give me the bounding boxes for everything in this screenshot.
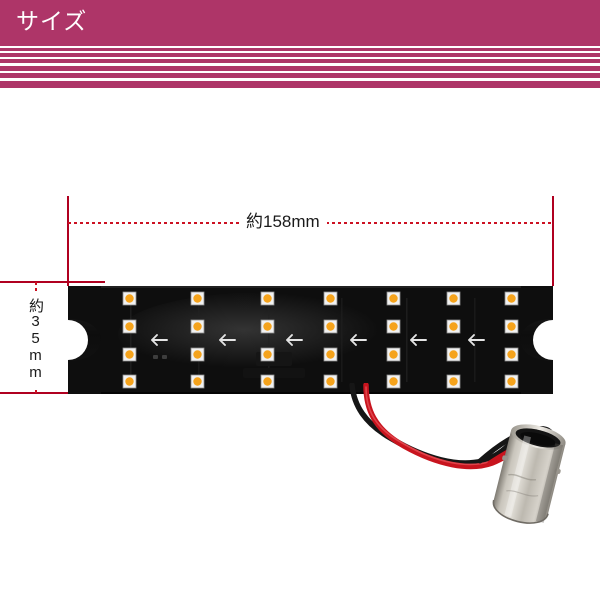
board-edge-highlight (101, 286, 521, 288)
direction-arrows (151, 334, 485, 346)
led (260, 291, 275, 306)
led (386, 374, 401, 389)
socket-shadow (535, 443, 564, 523)
page-title: サイズ (16, 8, 88, 34)
led (122, 291, 137, 306)
led (122, 374, 137, 389)
led (446, 319, 461, 334)
led (504, 319, 519, 334)
led (504, 374, 519, 389)
header-stripe-decoration (0, 43, 600, 88)
board-edge-shadow (101, 392, 521, 394)
arrow-left-icon (286, 334, 303, 346)
width-extension-line-left (67, 196, 69, 286)
led (122, 319, 137, 334)
arrow-left-icon (410, 334, 427, 346)
bulb-socket (492, 424, 566, 524)
arrow-left-icon (468, 334, 485, 346)
led (190, 291, 205, 306)
wire-and-socket-graphic (349, 383, 566, 524)
led (386, 291, 401, 306)
led-board-graphic (68, 286, 553, 394)
arrow-left-icon (151, 334, 168, 346)
arrow-left-icon (350, 334, 367, 346)
height-dimension-label: 約35mm (27, 292, 44, 387)
led (260, 374, 275, 389)
size-diagram: 約158mm 約35mm (0, 88, 600, 600)
width-extension-line-right (552, 196, 554, 286)
width-dimension-label: 約158mm (239, 212, 327, 232)
height-extension-line-bottom (0, 392, 105, 394)
led (260, 347, 275, 362)
socket-scuff (506, 490, 539, 497)
wire-harness (330, 383, 590, 573)
stripe-row (0, 73, 600, 78)
stripe-row (0, 43, 600, 46)
led (446, 347, 461, 362)
stripe-row (0, 66, 600, 71)
led (504, 291, 519, 306)
socket-bayonet-pin (502, 455, 509, 461)
height-extension-line-top (0, 281, 105, 283)
stripe-row (0, 81, 600, 88)
led (386, 347, 401, 362)
led (323, 319, 338, 334)
led (190, 319, 205, 334)
led (323, 347, 338, 362)
led (122, 347, 137, 362)
led (504, 347, 519, 362)
wire-red-highlight (365, 386, 492, 466)
stripe-row (0, 53, 600, 57)
led (190, 347, 205, 362)
socket-scuff (508, 473, 537, 481)
led (260, 319, 275, 334)
led (190, 374, 205, 389)
socket-bayonet-pin (554, 468, 561, 474)
socket-cavity-inner (520, 432, 556, 446)
stripe-row (0, 48, 600, 51)
led-grid (122, 291, 519, 389)
led (323, 374, 338, 389)
arrow-left-icon (219, 334, 236, 346)
header-band: サイズ (0, 0, 600, 43)
led (323, 291, 338, 306)
led (446, 374, 461, 389)
socket-bottom-edge (492, 499, 549, 524)
led-board (68, 286, 553, 394)
socket-barrel (493, 430, 566, 524)
led (446, 291, 461, 306)
led (386, 319, 401, 334)
stripe-row (0, 59, 600, 63)
